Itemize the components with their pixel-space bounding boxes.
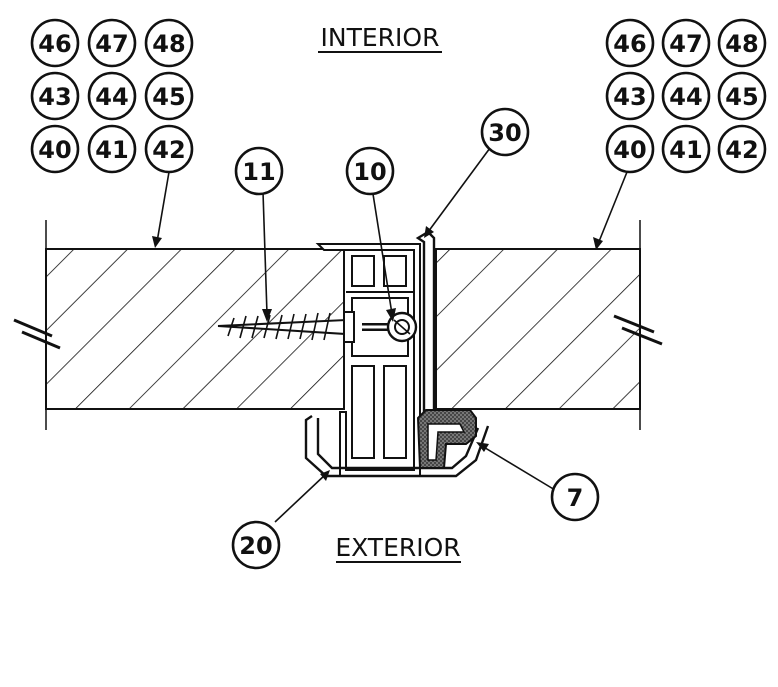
callout-left-48: 48 — [144, 18, 194, 68]
callout-left-46: 46 — [30, 18, 80, 68]
callout-number: 40 — [38, 136, 71, 164]
callout-fastener: 10 — [345, 146, 395, 196]
callout-number: 10 — [353, 158, 386, 186]
callout-number: 44 — [669, 83, 702, 111]
leader-arrowheads — [152, 226, 603, 481]
callout-left-41: 41 — [87, 124, 137, 174]
callout-number: 40 — [613, 136, 646, 164]
left-break-mark — [13, 318, 61, 350]
callout-number: 43 — [38, 83, 71, 111]
callout-number: 45 — [725, 83, 758, 111]
screw — [217, 311, 355, 343]
callout-grid-right: 46 47 48 43 44 45 40 41 42 — [605, 18, 767, 174]
callout-number: 48 — [152, 30, 185, 58]
callout-cover-profile: 20 — [231, 520, 281, 570]
callout-left-45: 45 — [144, 71, 194, 121]
callout-number: 41 — [669, 136, 702, 164]
callout-number: 44 — [95, 83, 128, 111]
callout-number: 20 — [239, 532, 272, 560]
exterior-heading: EXTERIOR — [335, 533, 460, 562]
leader-lines — [156, 147, 628, 523]
callout-number: 42 — [152, 136, 185, 164]
callout-right-40: 40 — [605, 124, 655, 174]
callout-right-48: 48 — [717, 18, 767, 68]
callout-number: 47 — [669, 30, 702, 58]
interior-heading: INTERIOR — [321, 23, 440, 52]
callout-left-47: 47 — [87, 18, 137, 68]
callout-number: 41 — [95, 136, 128, 164]
callout-right-43: 43 — [605, 71, 655, 121]
seal — [416, 409, 477, 469]
callout-number: 47 — [95, 30, 128, 58]
callout-number: 42 — [725, 136, 758, 164]
callout-left-44: 44 — [87, 71, 137, 121]
callout-number: 46 — [38, 30, 71, 58]
callout-grid-left: 46 47 48 43 44 45 40 41 42 — [30, 18, 194, 174]
callout-angle-strip: 30 — [480, 107, 530, 157]
callout-left-43: 43 — [30, 71, 80, 121]
callout-number: 30 — [488, 119, 521, 147]
callout-number: 46 — [613, 30, 646, 58]
right-panel — [435, 220, 641, 430]
callout-right-47: 47 — [661, 18, 711, 68]
callout-right-46: 46 — [605, 18, 655, 68]
callout-number: 43 — [613, 83, 646, 111]
callout-right-45: 45 — [717, 71, 767, 121]
fastener — [362, 311, 418, 343]
callout-left-42: 42 — [144, 124, 194, 174]
callout-left-40: 40 — [30, 124, 80, 174]
callout-number: 7 — [567, 484, 584, 512]
callout-number: 45 — [152, 83, 185, 111]
callout-right-44: 44 — [661, 71, 711, 121]
callout-number: 11 — [242, 158, 275, 186]
callout-right-41: 41 — [661, 124, 711, 174]
callout-right-42: 42 — [717, 124, 767, 174]
right-break-mark — [613, 314, 663, 346]
callout-number: 48 — [725, 30, 758, 58]
callout-screw: 11 — [234, 146, 284, 196]
callout-seal: 7 — [550, 472, 600, 522]
